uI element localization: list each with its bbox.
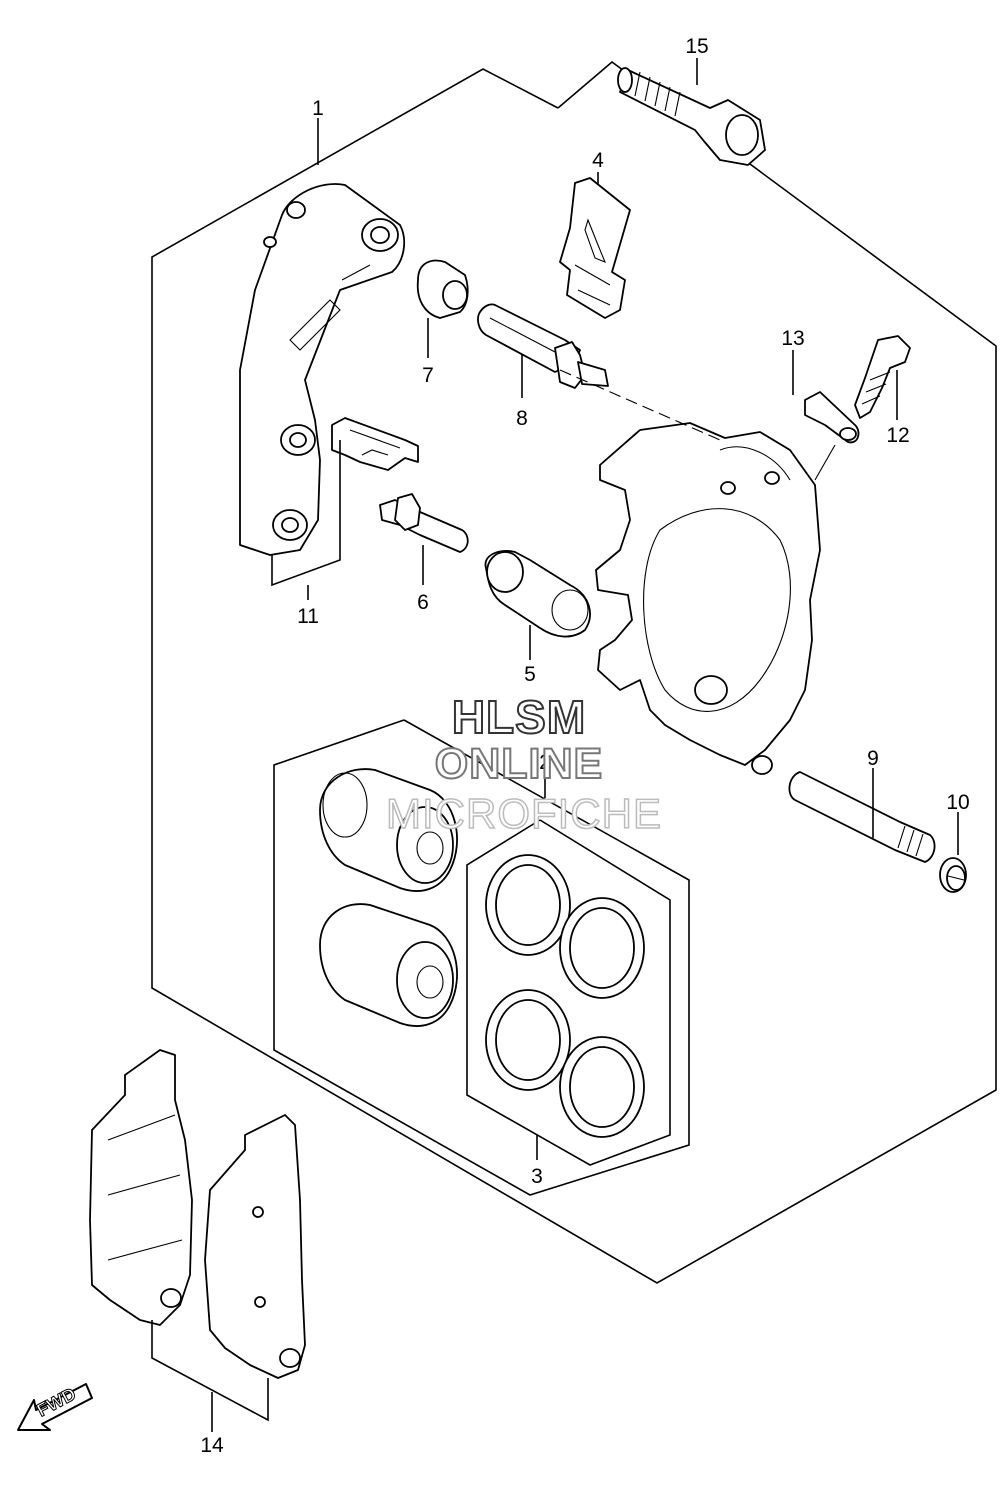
callout-14: 14 [200, 1434, 224, 1457]
plug-icon[interactable] [939, 857, 967, 893]
piston-icon[interactable] [319, 768, 458, 892]
watermark-line-3: MICROFICHE [385, 789, 662, 838]
slide-pin-icon[interactable] [379, 493, 469, 553]
slide-pin-icon[interactable] [484, 550, 591, 638]
bleeder-valve-icon[interactable] [854, 335, 911, 419]
brake-pad-icon[interactable] [89, 1049, 193, 1326]
piston-kit-outline [273, 719, 690, 1196]
brake-pad-outline [151, 1320, 269, 1422]
callout-11: 11 [297, 605, 319, 628]
caliper-body-icon[interactable] [595, 422, 821, 775]
bracket-icon[interactable] [239, 183, 406, 556]
callout-9: 9 [867, 747, 879, 770]
callout-12: 12 [886, 424, 910, 447]
seal-set-icon[interactable] [485, 854, 645, 1138]
callout-4: 4 [592, 149, 604, 172]
watermark-line-1: HLSM [451, 690, 587, 744]
callout-1: 1 [312, 97, 324, 120]
callout-6: 6 [417, 591, 429, 614]
seal-set-outline [466, 819, 671, 1166]
pad-spring-icon[interactable] [559, 177, 631, 319]
clip-icon[interactable] [331, 417, 419, 471]
callout-15: 15 [685, 35, 709, 58]
leader-lines [211, 58, 959, 1432]
forward-arrow-icon [17, 1383, 93, 1431]
watermark-line-2: ONLINE [434, 739, 604, 789]
bleeder-cap-icon[interactable] [804, 391, 860, 444]
callout-5: 5 [524, 663, 536, 686]
callout-7: 7 [422, 364, 434, 387]
callout-2: 2 [539, 751, 551, 774]
piston-icon[interactable] [319, 903, 458, 1027]
pad-pin-icon[interactable] [788, 771, 936, 863]
callout-3: 3 [531, 1165, 543, 1188]
bolt-icon[interactable] [617, 67, 766, 166]
callout-13: 13 [781, 327, 805, 350]
boot-icon[interactable] [416, 259, 469, 319]
brake-pad-icon[interactable] [204, 1114, 306, 1379]
callout-8: 8 [516, 407, 528, 430]
slide-pin-icon[interactable] [477, 303, 609, 389]
callout-10: 10 [946, 791, 970, 814]
